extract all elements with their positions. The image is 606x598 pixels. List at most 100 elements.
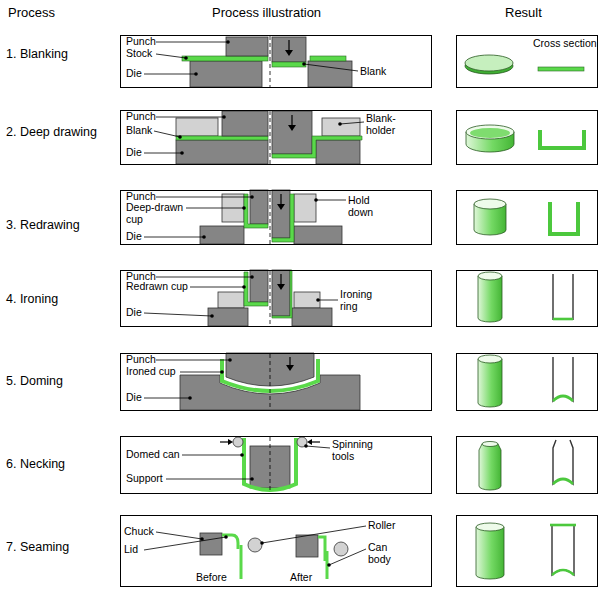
motion-arrow (291, 115, 292, 126)
part-label: Die (126, 68, 166, 80)
die-block (292, 308, 332, 326)
leader-dot (250, 195, 254, 199)
process-name: 7. Seaming (6, 541, 69, 555)
center-line (270, 36, 271, 87)
part-label: Punch (126, 354, 186, 366)
cup-inside (470, 128, 510, 138)
leader-dot (178, 135, 182, 139)
leader-line (144, 74, 196, 75)
arrow-head (285, 50, 293, 56)
punch-block (250, 270, 268, 302)
spinning-tool (297, 437, 307, 447)
cross-section-base (553, 318, 573, 321)
disc-face (465, 55, 513, 71)
redrawn-cup (272, 194, 294, 242)
can-rim (478, 272, 502, 280)
motion-arrow (220, 441, 229, 442)
punch-block (272, 190, 290, 238)
leader-line (144, 237, 204, 238)
process-illustration-box: Domed canSupportSpinning tools (120, 436, 432, 494)
leader-dot (210, 314, 214, 318)
process-illustration-box: PunchIroned cupDie (120, 353, 432, 411)
result-box (457, 354, 598, 411)
leader-dot (188, 396, 192, 400)
leader-line (144, 153, 182, 154)
stock-sheet (182, 56, 268, 61)
roller-wheel (248, 538, 262, 552)
stock-sheet (310, 56, 346, 61)
part-label: Die (126, 392, 166, 404)
hold-down (294, 194, 316, 222)
leader-dot (202, 235, 206, 239)
die-block (316, 140, 360, 164)
leader-line (156, 117, 224, 118)
leader-line (304, 64, 358, 71)
part-label: Ironed cup (126, 366, 206, 378)
blank-holder (176, 118, 218, 136)
lid-sheet (222, 535, 238, 549)
leader-dot (222, 115, 226, 119)
drawn-cup (272, 136, 362, 158)
can-body (479, 444, 501, 490)
result-box (457, 437, 598, 494)
cross-section (540, 130, 584, 148)
leader-line (166, 479, 252, 480)
die-block (308, 61, 352, 87)
leader-line (156, 197, 252, 198)
deep-drawn-cup (244, 194, 268, 228)
part-label: Deep-drawn cup (126, 202, 186, 225)
leader-line (144, 537, 226, 550)
cross-section-dome (553, 396, 573, 401)
column-header: Process (8, 6, 55, 20)
deep-drawing-row (144, 111, 598, 165)
part-label: Roller (368, 520, 418, 532)
blank-sheet (176, 136, 268, 140)
punch-block (226, 37, 268, 56)
center-line (270, 191, 271, 244)
punch-block (272, 111, 312, 154)
part-label: Before (196, 572, 256, 584)
redrawing-row (144, 190, 598, 245)
ironed-cup (272, 270, 292, 318)
chuck-block (296, 535, 318, 557)
ironing-ring (294, 292, 320, 308)
process-illustration-box: PunchRedrawn cupDieIroning ring (120, 270, 432, 327)
motion-arrow (289, 357, 290, 366)
punch-block (272, 37, 306, 62)
leader-dot (304, 444, 308, 448)
ironing-ring (218, 292, 244, 308)
seam-joint (318, 537, 325, 561)
cross-section-dome (553, 479, 573, 484)
arrow-head (277, 204, 285, 210)
process-illustration-box: ChuckLidBeforeAfterRollerCan body (120, 515, 432, 587)
can-rim (478, 355, 502, 363)
leader-dot (180, 151, 184, 155)
process-name: 3. Redrawing (6, 219, 80, 233)
motion-arrow (280, 194, 281, 205)
leader-line (156, 277, 252, 278)
process-illustration-box: PunchStockDieBlank (120, 35, 432, 88)
arrow-head (277, 284, 285, 290)
part-label: Chuck (124, 526, 174, 538)
punch-block (222, 111, 268, 136)
part-label: Blank-holder (366, 113, 416, 136)
part-label: Die (126, 147, 166, 159)
chuck-block (200, 533, 222, 555)
leader-line (180, 372, 222, 373)
die-block (190, 61, 262, 87)
leader-dot (250, 477, 254, 481)
process-illustration-box: PunchBlankDieBlank-holder (120, 110, 432, 165)
process-name: 5. Doming (6, 375, 63, 389)
motion-arrow (288, 40, 289, 51)
leader-dot (316, 298, 320, 302)
part-label: After (290, 572, 350, 584)
leader-dot (338, 122, 342, 126)
part-label: Domed can (126, 449, 206, 461)
part-label: Punch (126, 191, 186, 203)
part-label: Hold down (348, 195, 392, 218)
arrow-head (288, 125, 296, 131)
center-line (270, 354, 271, 410)
